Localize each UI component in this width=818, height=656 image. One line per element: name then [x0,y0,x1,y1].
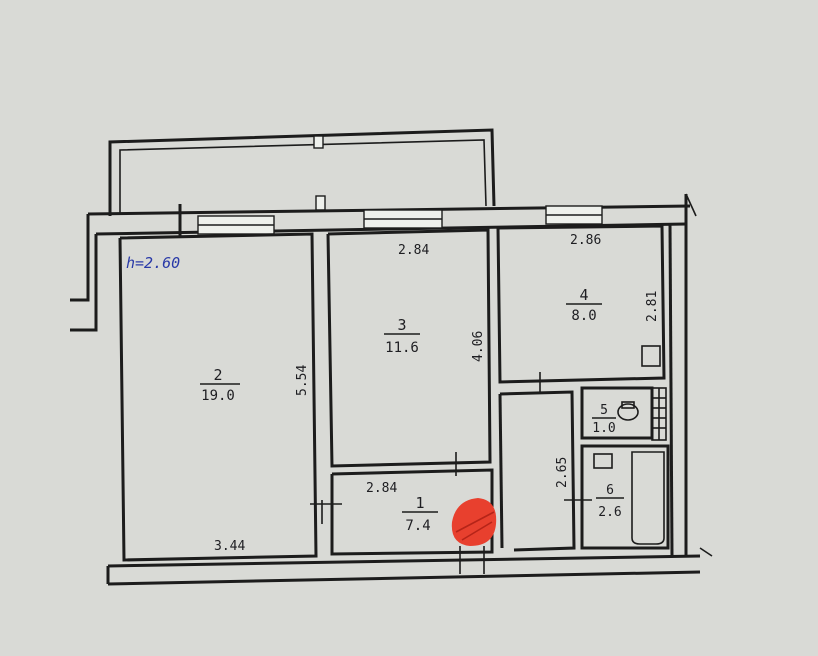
dim-room3-width: 2.84 [398,243,429,258]
svg-text:8.0: 8.0 [571,308,596,324]
dim-corridor-length: 2.65 [555,457,570,488]
svg-text:2: 2 [213,366,222,384]
room-5-label: 5 1.0 [592,403,616,436]
corridor-walls [498,390,576,552]
bathroom-5-walls [580,386,667,441]
red-marker [451,498,497,546]
windows [197,205,603,235]
svg-text:19.0: 19.0 [201,388,235,404]
svg-text:3: 3 [397,316,406,334]
svg-text:11.6: 11.6 [385,340,419,356]
svg-text:2.6: 2.6 [598,505,621,520]
dim-room3-depth: 4.06 [471,331,486,362]
bathroom-6-walls [564,444,670,550]
dim-room4-depth: 2.81 [645,291,660,322]
dim-room2-depth: 5.54 [295,365,310,396]
svg-text:1.0: 1.0 [592,421,615,436]
room-6-label: 6 2.6 [596,483,624,520]
dim-room2-width: 3.44 [214,539,245,554]
room-2-walls [118,204,318,562]
hall-walls [310,468,494,574]
ceiling-height-note: h=2.60 [126,254,180,272]
room-4-walls [496,224,666,394]
room-4-label: 4 8.0 [566,286,602,324]
dim-hall-width: 2.84 [366,481,397,496]
dim-room4-width: 2.86 [570,233,601,248]
svg-text:6: 6 [606,483,614,498]
room-2-label: 2 19.0 [200,366,240,404]
svg-text:7.4: 7.4 [405,518,430,534]
room-1-label: 1 7.4 [402,494,438,534]
svg-text:5: 5 [600,403,608,418]
svg-text:4: 4 [579,286,588,304]
svg-text:1: 1 [415,494,424,512]
room-3-label: 3 11.6 [384,316,420,356]
balcony [108,128,496,216]
